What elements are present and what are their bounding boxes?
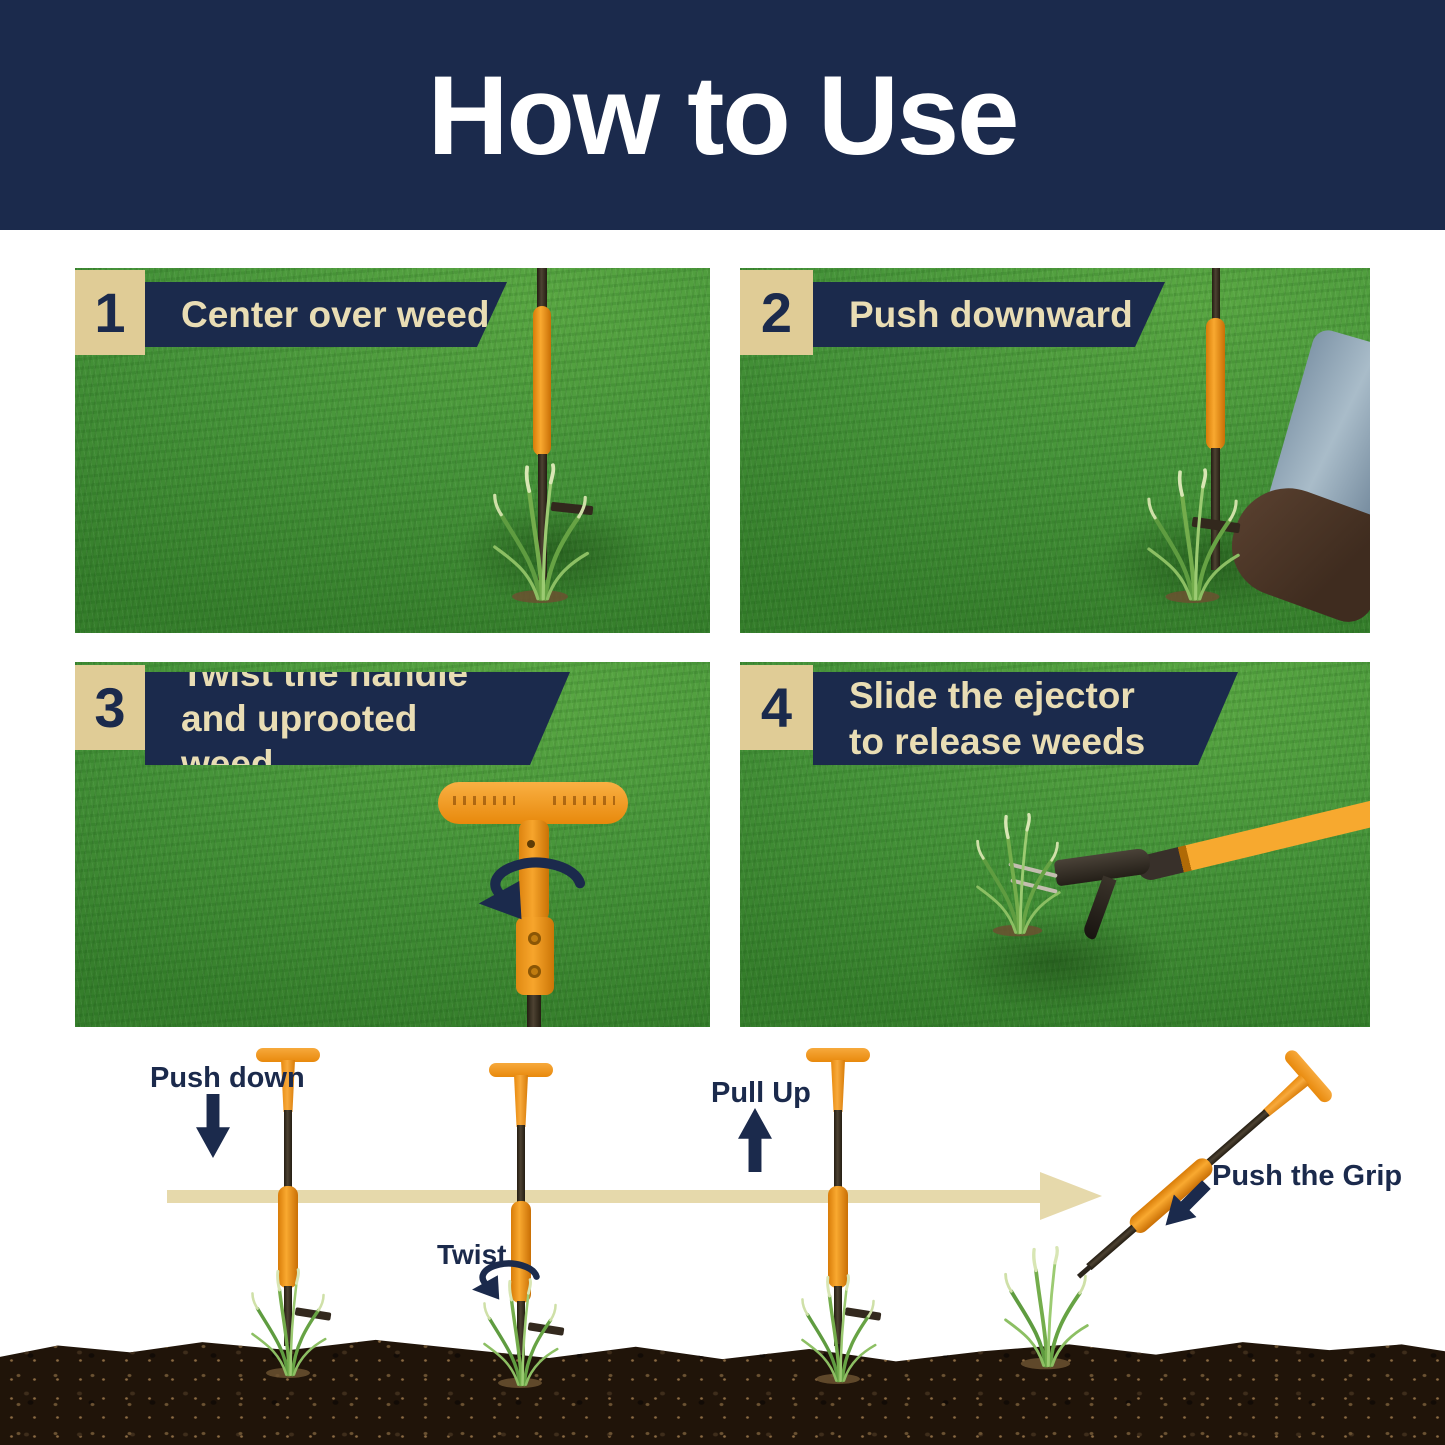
tool-grip [278,1186,298,1288]
tool-shaft [284,1110,292,1188]
tool-shaft [1212,268,1220,322]
step-4-banner: Slide the ejector to release weeds [813,672,1238,765]
twist-rotate-arrow-icon [462,1258,548,1304]
tool-shaft [284,1286,292,1346]
handle-screw [528,932,541,945]
step-2-panel: 2 Push downward [740,268,1370,633]
tool-shaft [834,1110,842,1188]
down-arrow-icon [196,1094,230,1158]
tool-shaft [834,1286,842,1346]
handle-grip-slots [453,796,515,805]
step-1-number-box: 1 [75,270,145,355]
step-4-number: 4 [760,676,793,739]
tool-shaft [538,454,547,580]
weed-shadow [940,912,1170,1012]
tool-handle-neck [831,1060,845,1112]
weed-plant [238,1268,338,1378]
up-arrow-icon [738,1108,772,1172]
handle-screw [528,965,541,978]
pull-up-label: Pull Up [711,1077,811,1109]
step-4-label: Slide the ejector to release weeds [849,675,1146,762]
tool-shaft [517,1301,525,1361]
tool-shaft [1205,1109,1270,1167]
soil-strip [0,1339,1445,1445]
t-handle-neck [519,820,549,922]
tool-stage-pull-up [793,1048,883,1360]
tool-shaft [1086,1224,1137,1271]
handle-grip-slots [553,796,615,805]
step-3-number: 3 [94,676,126,739]
tool-shaft [1211,448,1220,570]
ejected-weed [970,807,1065,942]
handle-hole [527,840,535,848]
step-1-banner: Center over weed [145,282,507,347]
push-down-label: Push down [150,1062,305,1094]
step-3-number-box: 3 [75,665,145,750]
tool-grip [1206,318,1225,450]
timeline-arrow-shaft [167,1190,1040,1203]
step-1-number: 1 [94,281,126,344]
step-3-panel: 3 Twist the handle and uprooted weed [75,662,710,1027]
tool-handle-neck [281,1060,295,1112]
tool-shaft [537,268,547,310]
tool-shaft [517,1125,525,1203]
tool-grip [828,1186,848,1288]
tool-handle-bar [256,1048,320,1062]
tool-shaft [527,995,541,1027]
step-4-panel: 4 Slide the ejector to release weeds [740,662,1370,1027]
step-2-number-box: 2 [740,270,813,355]
tool-handle-neck [514,1075,528,1127]
weed-plant [480,463,600,603]
step-1-panel: 1 Center over weed [75,268,710,633]
tool-handle-neck [1261,1074,1309,1119]
tool-handle-bar [489,1063,553,1077]
weed-plant [788,1274,888,1384]
tool-grip [533,306,551,456]
step-2-label: Push downward [849,293,1133,335]
released-weed-plant [998,1245,1093,1370]
step-4-number-box: 4 [740,665,813,750]
step-2-banner: Push downward [813,282,1165,347]
step-2-number: 2 [760,281,793,344]
step-1-label: Center over weed [181,293,490,335]
t-handle-collar [516,917,554,995]
step-3-banner: Twist the handle and uprooted weed [145,672,570,765]
rotate-arrow-icon [463,854,598,926]
tool-handle-bar [806,1048,870,1062]
page-title: How to Use [427,52,1020,178]
tool-grip [511,1201,531,1303]
weed-plant [1135,468,1250,603]
push-grip-label: Push the Grip [1212,1160,1403,1192]
title-banner: How to Use [0,0,1445,230]
tool-stage-push-down [243,1048,333,1360]
